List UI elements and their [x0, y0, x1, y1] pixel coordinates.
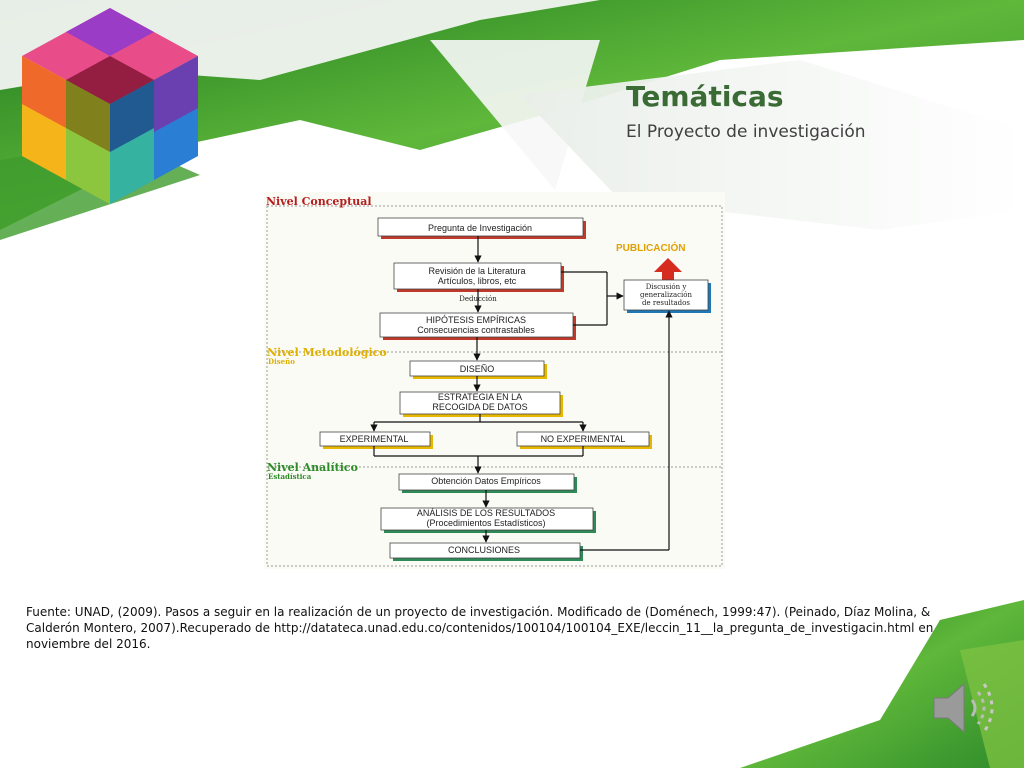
- svg-text:Revisión de la Literatura: Revisión de la Literatura: [428, 266, 525, 276]
- box-obtencion: Obtención Datos Empíricos: [398, 473, 577, 493]
- svg-text:(Procedimientos Estadísticos): (Procedimientos Estadísticos): [426, 518, 545, 528]
- box-discusion: Discusión y generalización de resultados: [623, 279, 711, 313]
- svg-text:ESTRATEGIA EN LA: ESTRATEGIA EN LA: [438, 392, 522, 402]
- box-estrategia: ESTRATEGIA EN LA RECOGIDA DE DATOS: [399, 391, 563, 417]
- box-pregunta: Pregunta de Investigación: [377, 217, 586, 239]
- box-hipotesis: HIPÓTESIS EMPÍRICAS Consecuencias contra…: [379, 312, 576, 340]
- svg-text:Consecuencias contrastables: Consecuencias contrastables: [417, 325, 535, 335]
- speaker-icon[interactable]: [928, 672, 1000, 744]
- level-analitico-sub: Estadística: [268, 472, 312, 481]
- level-conceptual: Nivel Conceptual: [266, 195, 372, 208]
- label-publicacion: PUBLICACIÓN: [616, 241, 685, 254]
- cube-logo-icon: [22, 8, 198, 204]
- svg-text:Obtención Datos Empíricos: Obtención Datos Empíricos: [431, 476, 541, 486]
- svg-text:EXPERIMENTAL: EXPERIMENTAL: [340, 434, 409, 444]
- level-metodologico: Nivel Metodológico: [267, 346, 387, 359]
- slide-subtitle: El Proyecto de investigación: [626, 122, 866, 142]
- svg-text:generalización: generalización: [640, 291, 693, 299]
- box-diseno: DISEÑO: [409, 360, 547, 379]
- box-analisis: ANÁLISIS DE LOS RESULTADOS (Procedimient…: [380, 507, 596, 533]
- box-revision: Revisión de la Literatura Artículos, lib…: [393, 262, 564, 292]
- box-no-experimental: NO EXPERIMENTAL: [516, 431, 652, 449]
- svg-text:HIPÓTESIS EMPÍRICAS: HIPÓTESIS EMPÍRICAS: [426, 315, 526, 325]
- svg-text:CONCLUSIONES: CONCLUSIONES: [448, 545, 520, 555]
- svg-text:Pregunta de Investigación: Pregunta de Investigación: [428, 223, 532, 233]
- svg-text:de resultados: de resultados: [642, 299, 690, 307]
- svg-text:DISEÑO: DISEÑO: [460, 364, 495, 374]
- level-analitico: Nivel Analítico: [267, 461, 358, 474]
- source-citation: Fuente: UNAD, (2009). Pasos a seguir en …: [26, 605, 934, 651]
- svg-text:ANÁLISIS DE LOS RESULTADOS: ANÁLISIS DE LOS RESULTADOS: [417, 508, 555, 518]
- box-conclusiones: CONCLUSIONES: [389, 542, 583, 561]
- level-metodologico-sub: Diseño: [268, 357, 295, 366]
- svg-text:Artículos, libros, etc: Artículos, libros, etc: [438, 276, 517, 286]
- slide-title: Temáticas: [626, 80, 784, 113]
- publication-arrow-icon: [654, 258, 682, 280]
- box-experimental: EXPERIMENTAL: [319, 431, 433, 449]
- svg-text:NO EXPERIMENTAL: NO EXPERIMENTAL: [541, 434, 626, 444]
- svg-text:RECOGIDA DE DATOS: RECOGIDA DE DATOS: [432, 402, 527, 412]
- research-flow-diagram: Nivel Conceptual Nivel Metodológico Dise…: [264, 192, 725, 569]
- flow-arrows: [370, 236, 673, 551]
- svg-text:Discusión y: Discusión y: [646, 283, 687, 291]
